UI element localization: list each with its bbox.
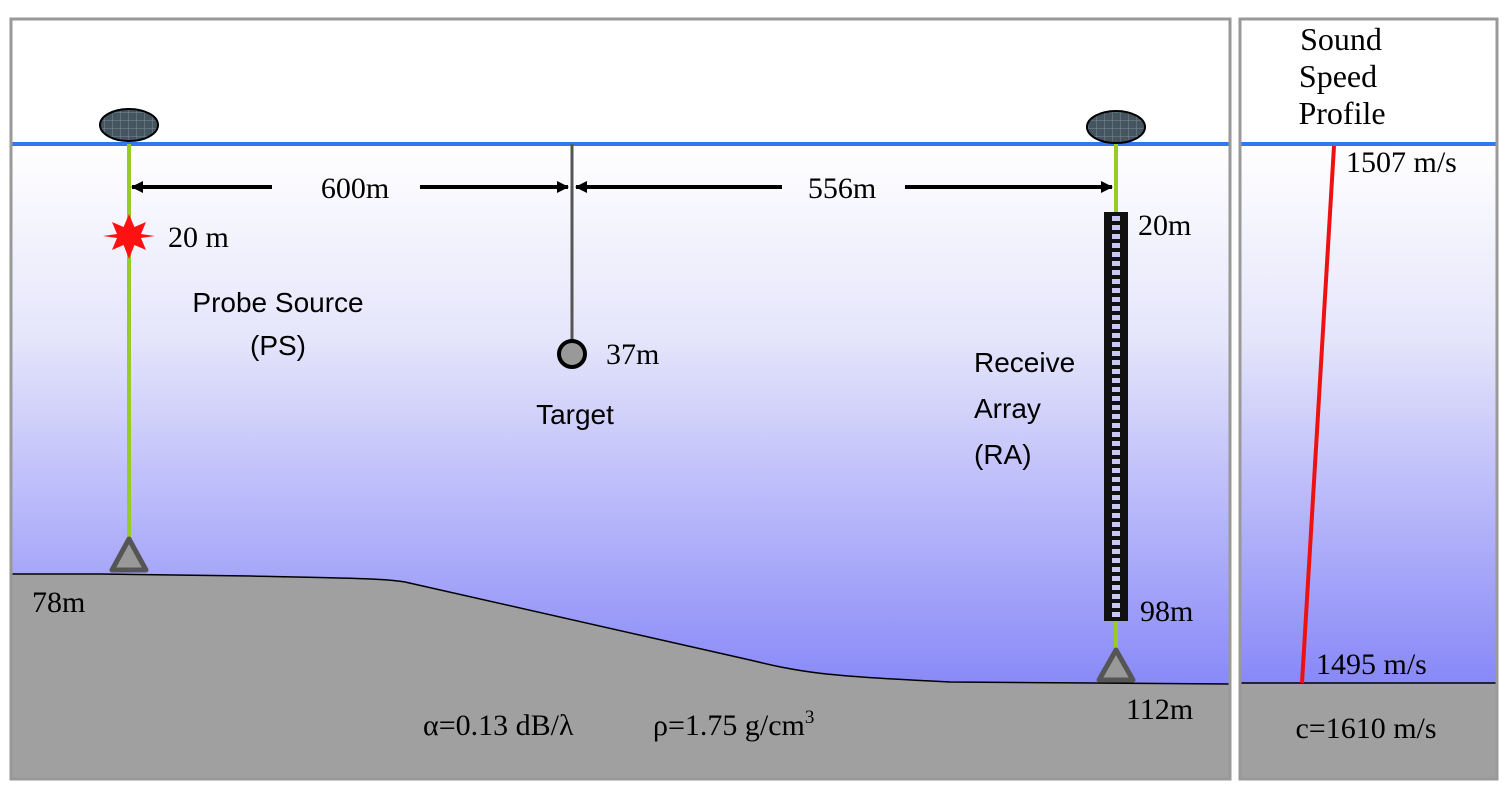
ra-label-line3: (RA) [974, 439, 1032, 470]
ra-top-depth: 20m [1138, 209, 1191, 242]
ra-label-line1: Receive [974, 347, 1075, 378]
main-panel: 20 m Probe Source (PS) 78m 37m Target 60… [9, 17, 1232, 781]
ssp-top-speed: 1507 m/s [1346, 146, 1457, 179]
ps-label-line2: (PS) [250, 330, 306, 361]
seabed-parameters: α=0.13 dB/λ ρ=1.75 g/cm3 [423, 707, 814, 742]
ra-label-line2: Array [974, 393, 1041, 424]
source-star-icon [103, 214, 155, 259]
ps-anchor-icon [109, 536, 149, 573]
ssp-profile-line [1300, 145, 1336, 684]
distance-arrows: 600m 556m [131, 172, 1113, 205]
ps-label-line1: Probe Source [192, 287, 363, 318]
seabed [10, 573, 1231, 780]
ssp-panel-frame [1238, 17, 1499, 781]
ssp-title-line1: Sound [1300, 21, 1382, 57]
seabed-attenuation: α=0.13 dB/λ [423, 709, 574, 742]
ssp-title-line2: Speed [1299, 58, 1377, 94]
ps-source-depth: 20 m [168, 221, 229, 254]
seabed-density: ρ=1.75 g/cm3 [653, 707, 814, 742]
seabed-density-value: ρ=1.75 g/cm [653, 709, 805, 742]
sound-speed-profile-panel: Sound Speed Profile 1507 m/s 1495 m/s c=… [1238, 17, 1499, 781]
ps-bottom-depth: 78m [32, 586, 85, 619]
target-label: Target [536, 399, 614, 430]
ssp-sediment-speed: c=1610 m/s [1295, 712, 1436, 745]
ssp-title-line3: Profile [1298, 95, 1385, 131]
ra-anchor-depth: 112m [1126, 693, 1193, 726]
distance-ps-to-target: 600m [321, 172, 389, 205]
ssp-bottom-speed: 1495 m/s [1316, 648, 1427, 681]
receive-array-mooring: 20m 98m Receive Array (RA) 112m [974, 110, 1193, 726]
target-depth: 37m [606, 338, 659, 371]
main-panel-frame [9, 17, 1232, 781]
ssp-sediment [1240, 683, 1497, 779]
ps-buoy-icon [99, 108, 159, 142]
probe-source-mooring: 20 m Probe Source (PS) 78m [32, 108, 364, 619]
ra-bottom-depth: 98m [1140, 595, 1193, 628]
ssp-water [1240, 144, 1497, 683]
target-sphere-icon [557, 339, 587, 369]
seabed-density-exponent: 3 [805, 707, 815, 728]
ra-anchor-icon [1096, 647, 1136, 683]
distance-target-to-ra: 556m [808, 172, 876, 205]
ra-buoy-icon [1086, 110, 1146, 144]
target-mooring: 37m Target [536, 144, 659, 430]
